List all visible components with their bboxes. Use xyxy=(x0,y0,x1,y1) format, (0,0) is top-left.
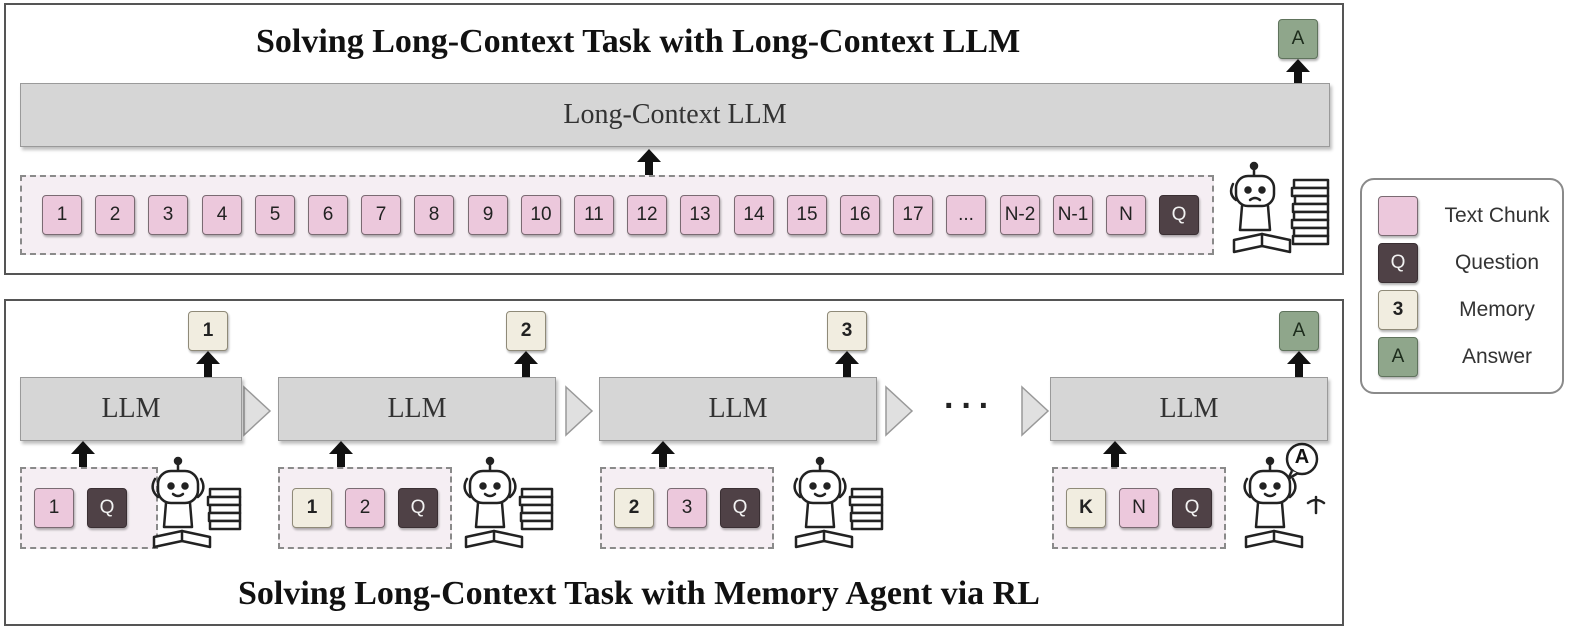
up-arrow-icon xyxy=(651,441,675,467)
bottom-panel: Solving Long-Context Task with Memory Ag… xyxy=(4,299,1344,626)
long-context-llm-box: Long-Context LLM xyxy=(20,83,1330,147)
text-chunk-chip: 13 xyxy=(680,195,720,235)
text-chunk-chip: 10 xyxy=(521,195,561,235)
top-panel-title: Solving Long-Context Task with Long-Cont… xyxy=(256,23,1021,60)
memory-chip: 1 xyxy=(292,488,332,528)
llm-label: LLM xyxy=(387,393,447,424)
text-chunk-chip: 12 xyxy=(627,195,667,235)
legend-swatch: 3 xyxy=(1378,290,1418,330)
text-chunk-chip: 4 xyxy=(202,195,242,235)
up-arrow-icon xyxy=(514,351,538,377)
question-chip: Q xyxy=(398,488,438,528)
text-chunk-chip: 11 xyxy=(574,195,614,235)
right-triangle-icon xyxy=(1021,385,1050,437)
legend-swatch xyxy=(1378,196,1418,236)
text-chunk-chip: 15 xyxy=(787,195,827,235)
text-chunk-chip: 2 xyxy=(345,488,385,528)
text-chunk-chip: 5 xyxy=(255,195,295,235)
text-chunk-chip: ... xyxy=(946,195,986,235)
text-chunk-chip: N xyxy=(1119,488,1159,528)
up-arrow-icon xyxy=(329,441,353,467)
question-chip: Q xyxy=(87,488,127,528)
legend-label: Question xyxy=(1454,251,1540,274)
llm-label: LLM xyxy=(708,393,768,424)
text-chunk-chip: N-1 xyxy=(1053,195,1093,235)
top-answer-chip: A xyxy=(1278,19,1318,59)
text-chunk-chip: 7 xyxy=(361,195,401,235)
robot-reading-icon xyxy=(463,456,554,549)
speech-bubble-icon xyxy=(1285,442,1319,481)
bottom-panel-title: Solving Long-Context Task with Memory Ag… xyxy=(238,575,1040,612)
question-chip: Q xyxy=(720,488,760,528)
memory-chip: 2 xyxy=(614,488,654,528)
llm-label: LLM xyxy=(101,393,161,424)
text-chunk-chip: 3 xyxy=(148,195,188,235)
llm-box: LLM xyxy=(278,377,556,441)
text-chunk-chip: 1 xyxy=(42,195,82,235)
question-chip: Q xyxy=(1172,488,1212,528)
right-triangle-icon xyxy=(243,385,272,437)
up-arrow-icon xyxy=(835,351,859,377)
text-chunk-chip: N xyxy=(1106,195,1146,235)
llm-label: LLM xyxy=(1159,393,1219,424)
legend-label: Text Chunk xyxy=(1444,204,1550,227)
robot-reading-icon xyxy=(1229,161,1330,254)
up-arrow-icon xyxy=(1103,441,1127,467)
text-chunk-chip: 2 xyxy=(95,195,135,235)
memory-chip: 2 xyxy=(506,311,546,351)
legend-swatch: Q xyxy=(1378,243,1418,283)
robot-reading-icon xyxy=(1243,456,1326,549)
answer-chip: A xyxy=(1279,311,1319,351)
text-chunk-chip: N-2 xyxy=(1000,195,1040,235)
legend-label: Answer xyxy=(1461,345,1533,368)
memory-chip: 3 xyxy=(827,311,867,351)
up-arrow-icon xyxy=(637,149,661,175)
steps-ellipsis: ··· xyxy=(944,387,996,425)
llm-box: LLM xyxy=(599,377,877,441)
legend-item: A Answer xyxy=(1378,337,1558,377)
text-chunk-chip: 8 xyxy=(414,195,454,235)
up-arrow-icon xyxy=(71,441,95,467)
text-chunk-chip: 1 xyxy=(34,488,74,528)
speech-bubble-text: A xyxy=(1294,446,1310,468)
question-chip: Q xyxy=(1159,195,1199,235)
text-chunk-chip: 14 xyxy=(734,195,774,235)
text-chunk-chip: 3 xyxy=(667,488,707,528)
text-chunk-chip: 6 xyxy=(308,195,348,235)
up-arrow-icon xyxy=(1287,351,1311,377)
legend-swatch: A xyxy=(1378,337,1418,377)
text-chunk-chip: 9 xyxy=(468,195,508,235)
legend-item: Q Question xyxy=(1378,243,1558,283)
up-arrow-icon xyxy=(1286,59,1310,85)
robot-reading-icon xyxy=(151,456,242,549)
memory-chip: K xyxy=(1066,488,1106,528)
legend-item: Text Chunk xyxy=(1378,196,1558,236)
llm-box: LLM xyxy=(20,377,242,441)
memory-chip: 1 xyxy=(188,311,228,351)
legend-label: Memory xyxy=(1459,298,1535,321)
top-panel: Solving Long-Context Task with Long-Cont… xyxy=(4,3,1344,275)
up-arrow-icon xyxy=(196,351,220,377)
llm-box: LLM xyxy=(1050,377,1328,441)
long-context-llm-label: Long-Context LLM xyxy=(563,99,787,130)
right-triangle-icon xyxy=(885,385,914,437)
text-chunk-chip: 16 xyxy=(840,195,880,235)
robot-reading-icon xyxy=(793,456,884,549)
legend-item: 3 Memory xyxy=(1378,290,1558,330)
text-chunk-chip: 17 xyxy=(893,195,933,235)
right-triangle-icon xyxy=(565,385,594,437)
